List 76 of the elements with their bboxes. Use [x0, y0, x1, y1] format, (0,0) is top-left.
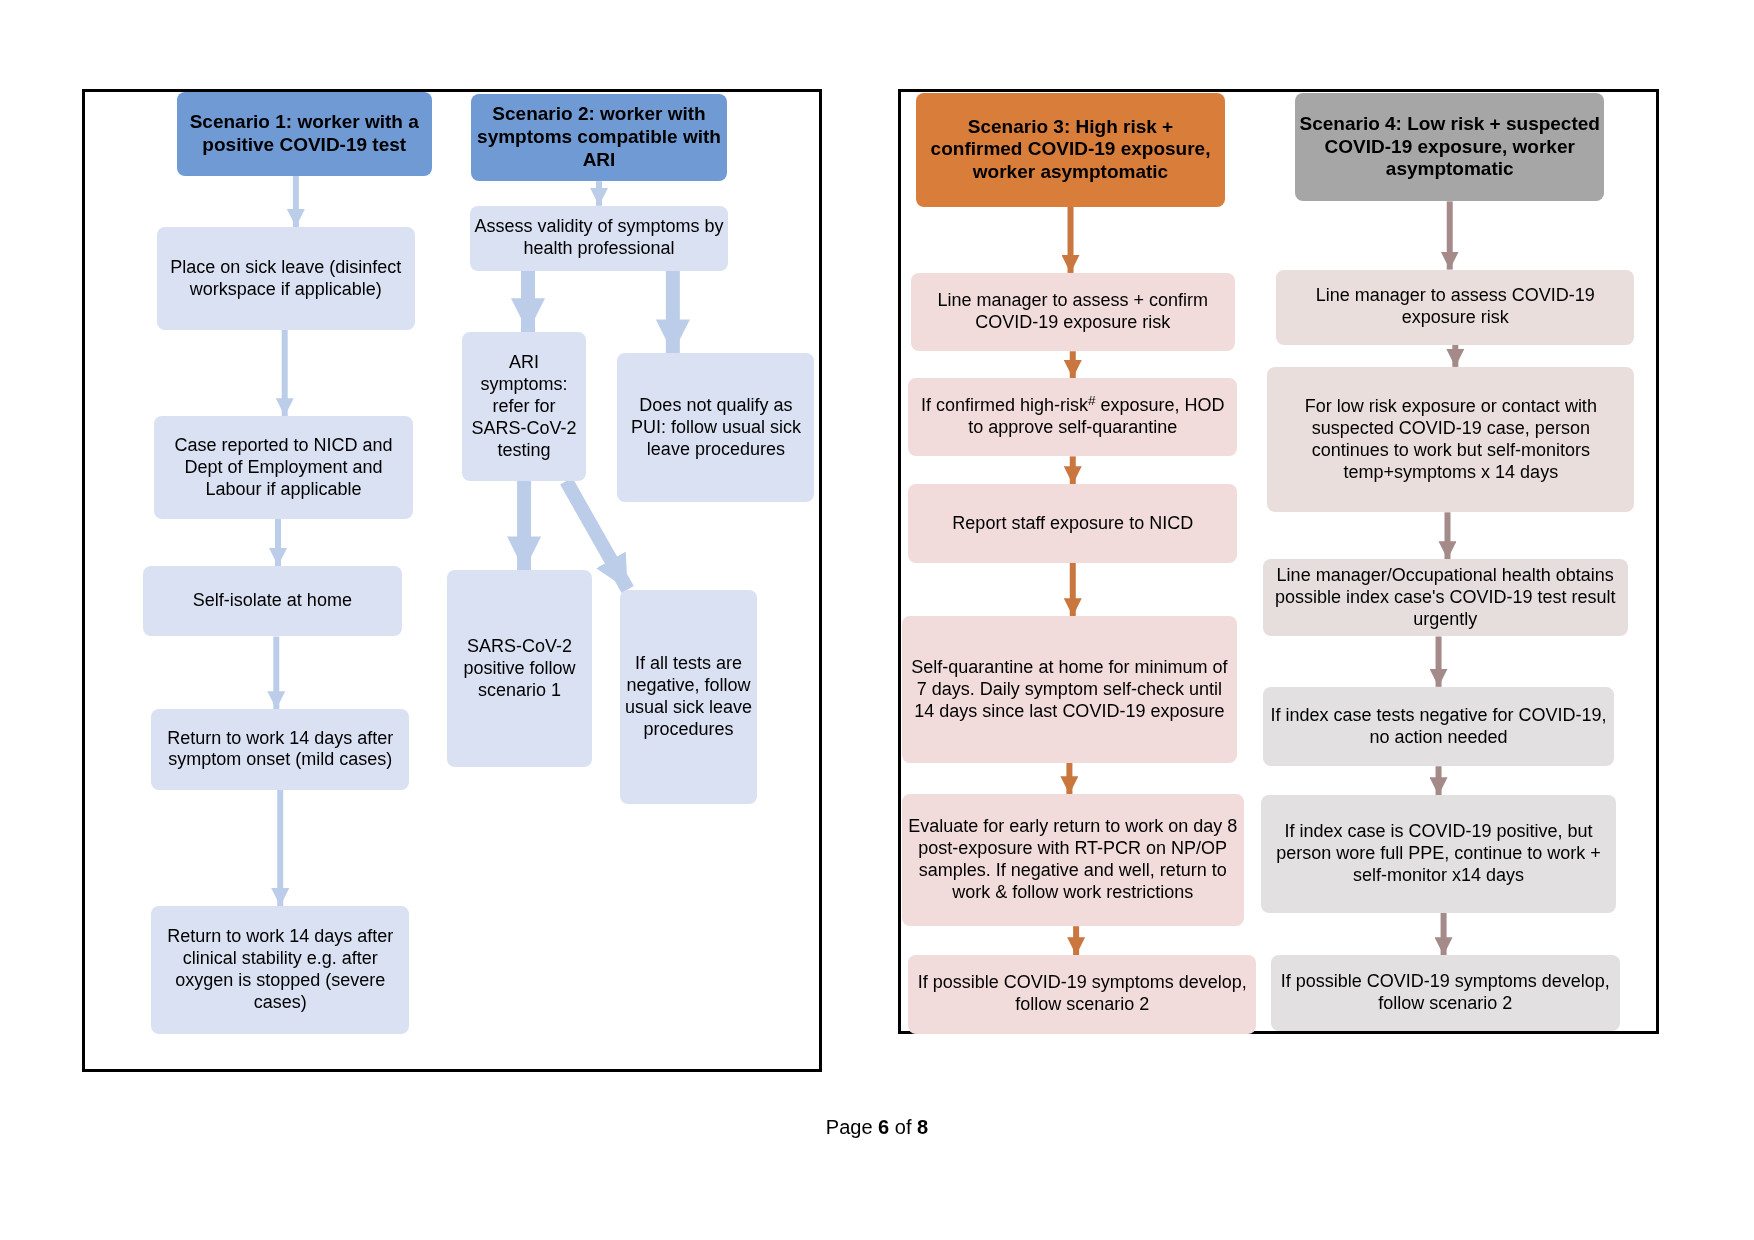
step-text: For low risk exposure or contact with suspected COVID-19 case, person continues to work but self-monitors temp+symptoms x 14 days: [1303, 395, 1598, 484]
panel-frame: [898, 89, 1659, 1034]
scenario-header-box: [1295, 92, 1605, 202]
step-box: [151, 709, 410, 790]
step-box: [143, 566, 402, 637]
step-text: ARI symptoms: refer for SARS-CoV-2 testing: [470, 351, 578, 462]
step-text: If possible COVID-19 symptoms develop, follow scenario 2: [1279, 971, 1611, 1016]
step-text: If index case is COVID-19 positive, but person wore full PPE, continue to work + self-monitor x14 days: [1275, 821, 1602, 887]
arrow: [1446, 344, 1465, 367]
step-text: Case reported to NICD and Dept of Employment and Labour if applicable: [173, 434, 394, 501]
step-text: If possible COVID-19 symptoms develop, follow scenario 2: [916, 972, 1248, 1017]
scenario-title: Scenario 1: worker with a positive COVID-19 test: [188, 110, 420, 157]
step-box: [154, 416, 413, 519]
arrow: [275, 330, 294, 417]
arrow: [269, 519, 287, 566]
step-box: [1260, 795, 1617, 913]
step-text: Line manager/Occupational health obtains possible index case's COVID-19 test result urgently: [1273, 564, 1617, 631]
step-box: [901, 794, 1244, 927]
arrow: [590, 181, 608, 206]
arrow: [286, 175, 305, 228]
step-box: [908, 955, 1257, 1034]
step-text: Place on sick leave (disinfect workspace if applicable): [169, 256, 403, 301]
step-text: Assess validity of symptoms by health professional: [473, 216, 725, 261]
scenario-title: Scenario 2: worker with symptoms compatible with ARI: [476, 103, 722, 172]
step-box: [1267, 366, 1635, 513]
arrow: [267, 636, 286, 710]
step-text: Self-quarantine at home for minimum of 7 days. Daily symptom self-check until 14 days since last COVID-19 exposure: [910, 656, 1229, 723]
step-text: If confirmed high-risk$^{#}$ exposure, HOD to approve self-quarantine: [919, 395, 1226, 440]
arrow: [1438, 512, 1457, 560]
scenario-header-box: [470, 93, 728, 182]
arrow: [1434, 912, 1453, 956]
step-box: [1262, 686, 1615, 767]
arrow: [1429, 766, 1448, 796]
step-box: [617, 353, 815, 503]
scenario-title: Scenario 3: High risk + confirmed COVID-19 exposure, worker asymptomatic: [929, 115, 1212, 185]
scenario-header-box: [916, 92, 1225, 207]
step-box: [1276, 269, 1635, 345]
step-text: If all tests are negative, follow usual sick leave procedures: [623, 652, 754, 741]
arrow: [271, 789, 290, 907]
step-box: [447, 570, 592, 768]
step-box: [908, 378, 1238, 457]
arrow: [1063, 456, 1082, 485]
step-text: If index case tests negative for COVID-19, no action needed: [1269, 704, 1608, 749]
step-box: [156, 227, 415, 330]
step-text: Evaluate for early return to work on day 8 post-exposure with RT-PCR on NP/OP samples. If negative and well, return to work & follow work restrictions: [907, 816, 1239, 905]
step-box: [908, 484, 1238, 563]
arrow: [511, 270, 545, 333]
arrow: [1060, 762, 1079, 795]
arrow: [1067, 926, 1086, 956]
step-box: [1270, 955, 1620, 1032]
page-number: Page 6 of 8: [824, 1115, 930, 1140]
step-text: Line manager to assess COVID-19 exposure risk: [1314, 285, 1596, 329]
step-text: Return to work 14 days after clinical stability e.g. after oxygen is stopped (severe cases): [166, 925, 395, 1014]
step-box: [151, 906, 410, 1034]
arrow: [1063, 562, 1082, 617]
step-box: [1262, 559, 1628, 637]
step-text: Line manager to assess + confirm COVID-19 exposure risk: [936, 290, 1210, 335]
step-box: [469, 205, 729, 271]
step-box: [619, 589, 758, 805]
step-text: Does not qualify as PUI: follow usual sick leave procedures: [629, 394, 802, 461]
panel-frame: [81, 89, 823, 1072]
arrow: [1440, 201, 1459, 270]
step-text: Return to work 14 days after symptom onset (mild cases): [166, 727, 395, 772]
arrow: [655, 270, 690, 354]
step-box: [462, 332, 587, 481]
step-text: Self-isolate at home: [192, 590, 352, 613]
arrow: [1063, 351, 1082, 379]
arrow: [1061, 206, 1080, 273]
step-box: [901, 616, 1238, 763]
arrow: [1429, 636, 1448, 687]
scenario-title: Scenario 4: Low risk + suspected COVID-19 exposure, worker asymptomatic: [1299, 112, 1601, 182]
step-text: Report staff exposure to NICD: [952, 512, 1194, 535]
arrow: [507, 481, 542, 571]
step-box: [910, 272, 1235, 352]
scenario-header-box: [176, 91, 432, 176]
step-text: SARS-CoV-2 positive follow scenario 1: [462, 636, 577, 702]
